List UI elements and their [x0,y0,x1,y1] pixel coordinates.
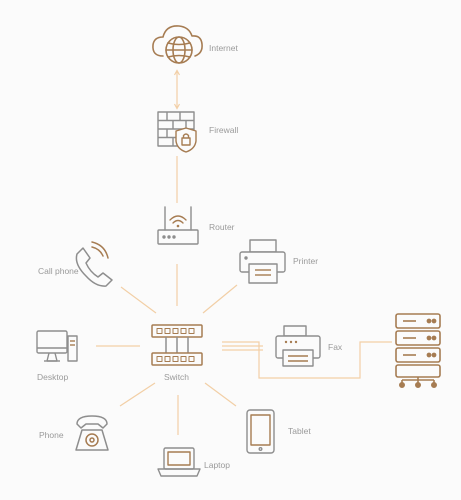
printer-label: Printer [293,256,319,266]
call-phone-label: Call phone [38,266,79,276]
laptop-label: Laptop [204,460,230,470]
phone-handset-icon [75,241,113,287]
tablet-icon [246,409,275,454]
link-switch-server [222,341,392,379]
arrow-up [173,69,181,76]
network-switch-icon [151,324,203,366]
link-printer-switch [202,284,238,314]
arrow-down [173,103,181,110]
fax-label: Fax [328,342,343,352]
server-rack-icon [395,313,441,388]
router-label: Router [209,222,235,232]
desktop-label: Desktop [37,372,69,382]
internet-label: Internet [209,43,238,53]
link-callphone-switch [120,286,157,314]
brick-wall-lock-icon [157,111,197,153]
cloud-globe-icon [152,25,203,64]
desktop-computer-icon [36,330,78,362]
connector-lines [96,69,392,435]
rotary-phone-icon [75,415,109,451]
laptop-icon [157,447,201,477]
fax-machine-icon [275,325,321,367]
printer-icon [239,239,286,284]
router-icon [157,206,199,245]
firewall-label: Firewall [209,125,239,135]
phone-label: Phone [39,430,64,440]
link-phone-switch [119,382,156,407]
tablet-label: Tablet [288,426,311,436]
switch-label: Switch [164,372,190,382]
link-tablet-switch [204,382,237,407]
